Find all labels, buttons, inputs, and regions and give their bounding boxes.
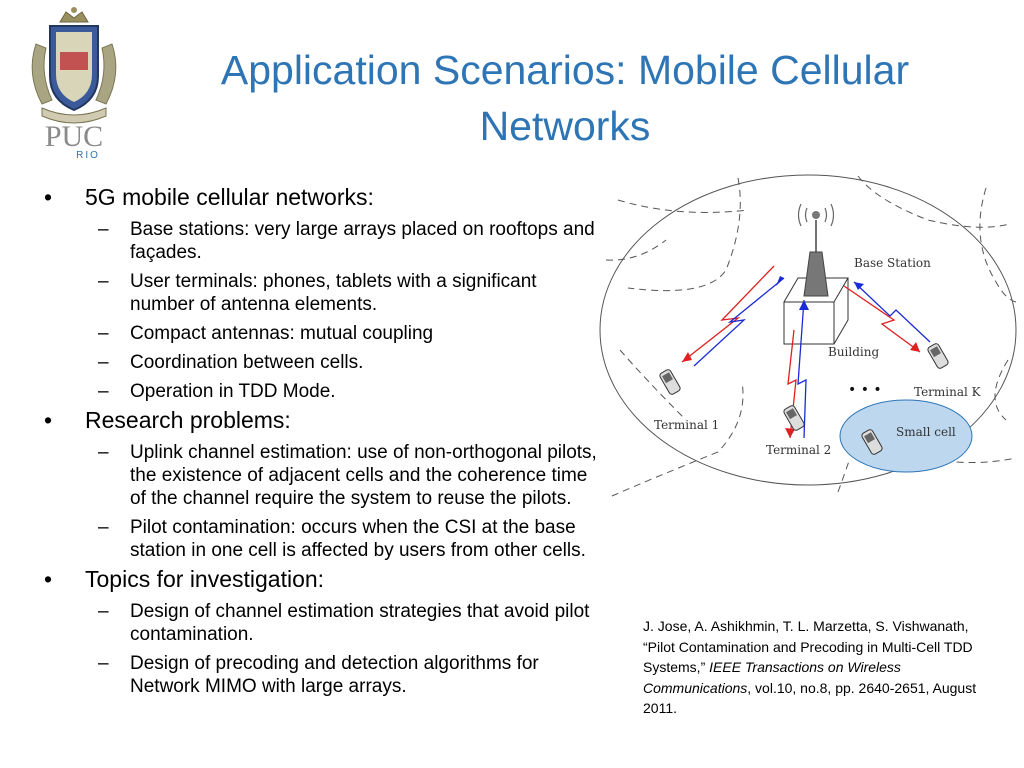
heading-text: 5G mobile cellular networks: [85, 184, 374, 210]
list-item: –Base stations: very large arrays placed… [40, 218, 600, 264]
label-small-cell: Small cell [896, 425, 956, 439]
label-building: Building [828, 345, 879, 359]
reference-citation: J. Jose, A. Ashikhmin, T. L. Marzetta, S… [643, 616, 995, 719]
neighbor-cell-boundaries [605, 175, 1017, 497]
dash-icon: – [98, 442, 109, 463]
item-text: Pilot contamination: occurs when the CSI… [130, 517, 586, 561]
list-item: –User terminals: phones, tablets with a … [40, 270, 600, 316]
dash-icon: – [98, 517, 109, 538]
dash-icon: – [98, 219, 109, 240]
list-item: –Coordination between cells. [40, 351, 600, 374]
logo-text: PUC [45, 120, 103, 153]
dash-icon: – [98, 352, 109, 373]
label-terminal-2: Terminal 2 [766, 443, 831, 457]
downlink-arrow [843, 285, 921, 353]
logo-subtext: RIO [76, 150, 100, 160]
list-item: –Pilot contamination: occurs when the CS… [40, 516, 600, 562]
item-text: Design of precoding and detection algori… [130, 653, 539, 697]
puc-rio-logo: PUC RIO [31, 7, 117, 160]
phone-icon [659, 369, 681, 395]
dash-icon: – [98, 381, 109, 402]
reference-authors-title: J. Jose, A. Ashikhmin, T. L. Marzetta, S… [643, 618, 973, 675]
heading-text: Research problems: [85, 407, 291, 433]
downlink-arrow [681, 265, 775, 363]
item-text: Operation in TDD Mode. [130, 381, 336, 402]
base-station-icon [797, 203, 835, 297]
uplink-arrow [693, 277, 785, 367]
bullet-icon: • [44, 184, 53, 210]
item-text: Design of channel estimation strategies … [130, 601, 590, 645]
uplink-arrow [853, 281, 931, 343]
bullet-icon: • [44, 407, 53, 433]
item-text: Compact antennas: mutual coupling [130, 323, 434, 344]
bullet-icon: • [44, 566, 53, 592]
phone-icon [927, 343, 949, 369]
reference-details: , vol.10, no.8, pp. 2640-2651, August 20… [643, 679, 977, 717]
list-item: –Operation in TDD Mode. [40, 380, 600, 403]
ellipsis-dots: • • • [848, 382, 882, 398]
section-heading: • 5G mobile cellular networks: [40, 182, 600, 212]
item-text: Base stations: very large arrays placed … [130, 219, 595, 263]
label-base-station: Base Station [854, 256, 931, 270]
label-terminal-k: Terminal K [914, 385, 982, 399]
item-text: Coordination between cells. [130, 352, 364, 373]
dash-icon: – [98, 653, 109, 674]
section-heading: • Research problems: [40, 405, 600, 435]
phone-icon [783, 405, 805, 431]
list-item: –Design of channel estimation strategies… [40, 600, 600, 646]
slide-title: Application Scenarios: Mobile Cellular N… [220, 47, 910, 149]
cell-boundary [599, 174, 1017, 486]
list-item: –Uplink channel estimation: use of non-o… [40, 441, 600, 510]
label-terminal-1: Terminal 1 [654, 418, 719, 432]
section-heading: • Topics for investigation: [40, 564, 600, 594]
list-item: –Compact antennas: mutual coupling [40, 322, 600, 345]
dash-icon: – [98, 271, 109, 292]
cellular-network-diagram: Base Station Building Terminal 1 Termina… [599, 174, 1017, 497]
heading-text: Topics for investigation: [85, 566, 325, 592]
bullet-list: •5G mobile cellular networks: –Base stat… [40, 180, 600, 698]
phone-icon [861, 429, 883, 455]
uplink-arrow [797, 299, 807, 439]
reference-journal: IEEE Transactions on Wireless Communicat… [643, 659, 901, 696]
item-text: User terminals: phones, tablets with a s… [130, 271, 537, 315]
item-text: Uplink channel estimation: use of non-or… [130, 442, 597, 509]
list-item: –Design of precoding and detection algor… [40, 652, 600, 698]
dash-icon: – [98, 601, 109, 622]
dash-icon: – [98, 323, 109, 344]
